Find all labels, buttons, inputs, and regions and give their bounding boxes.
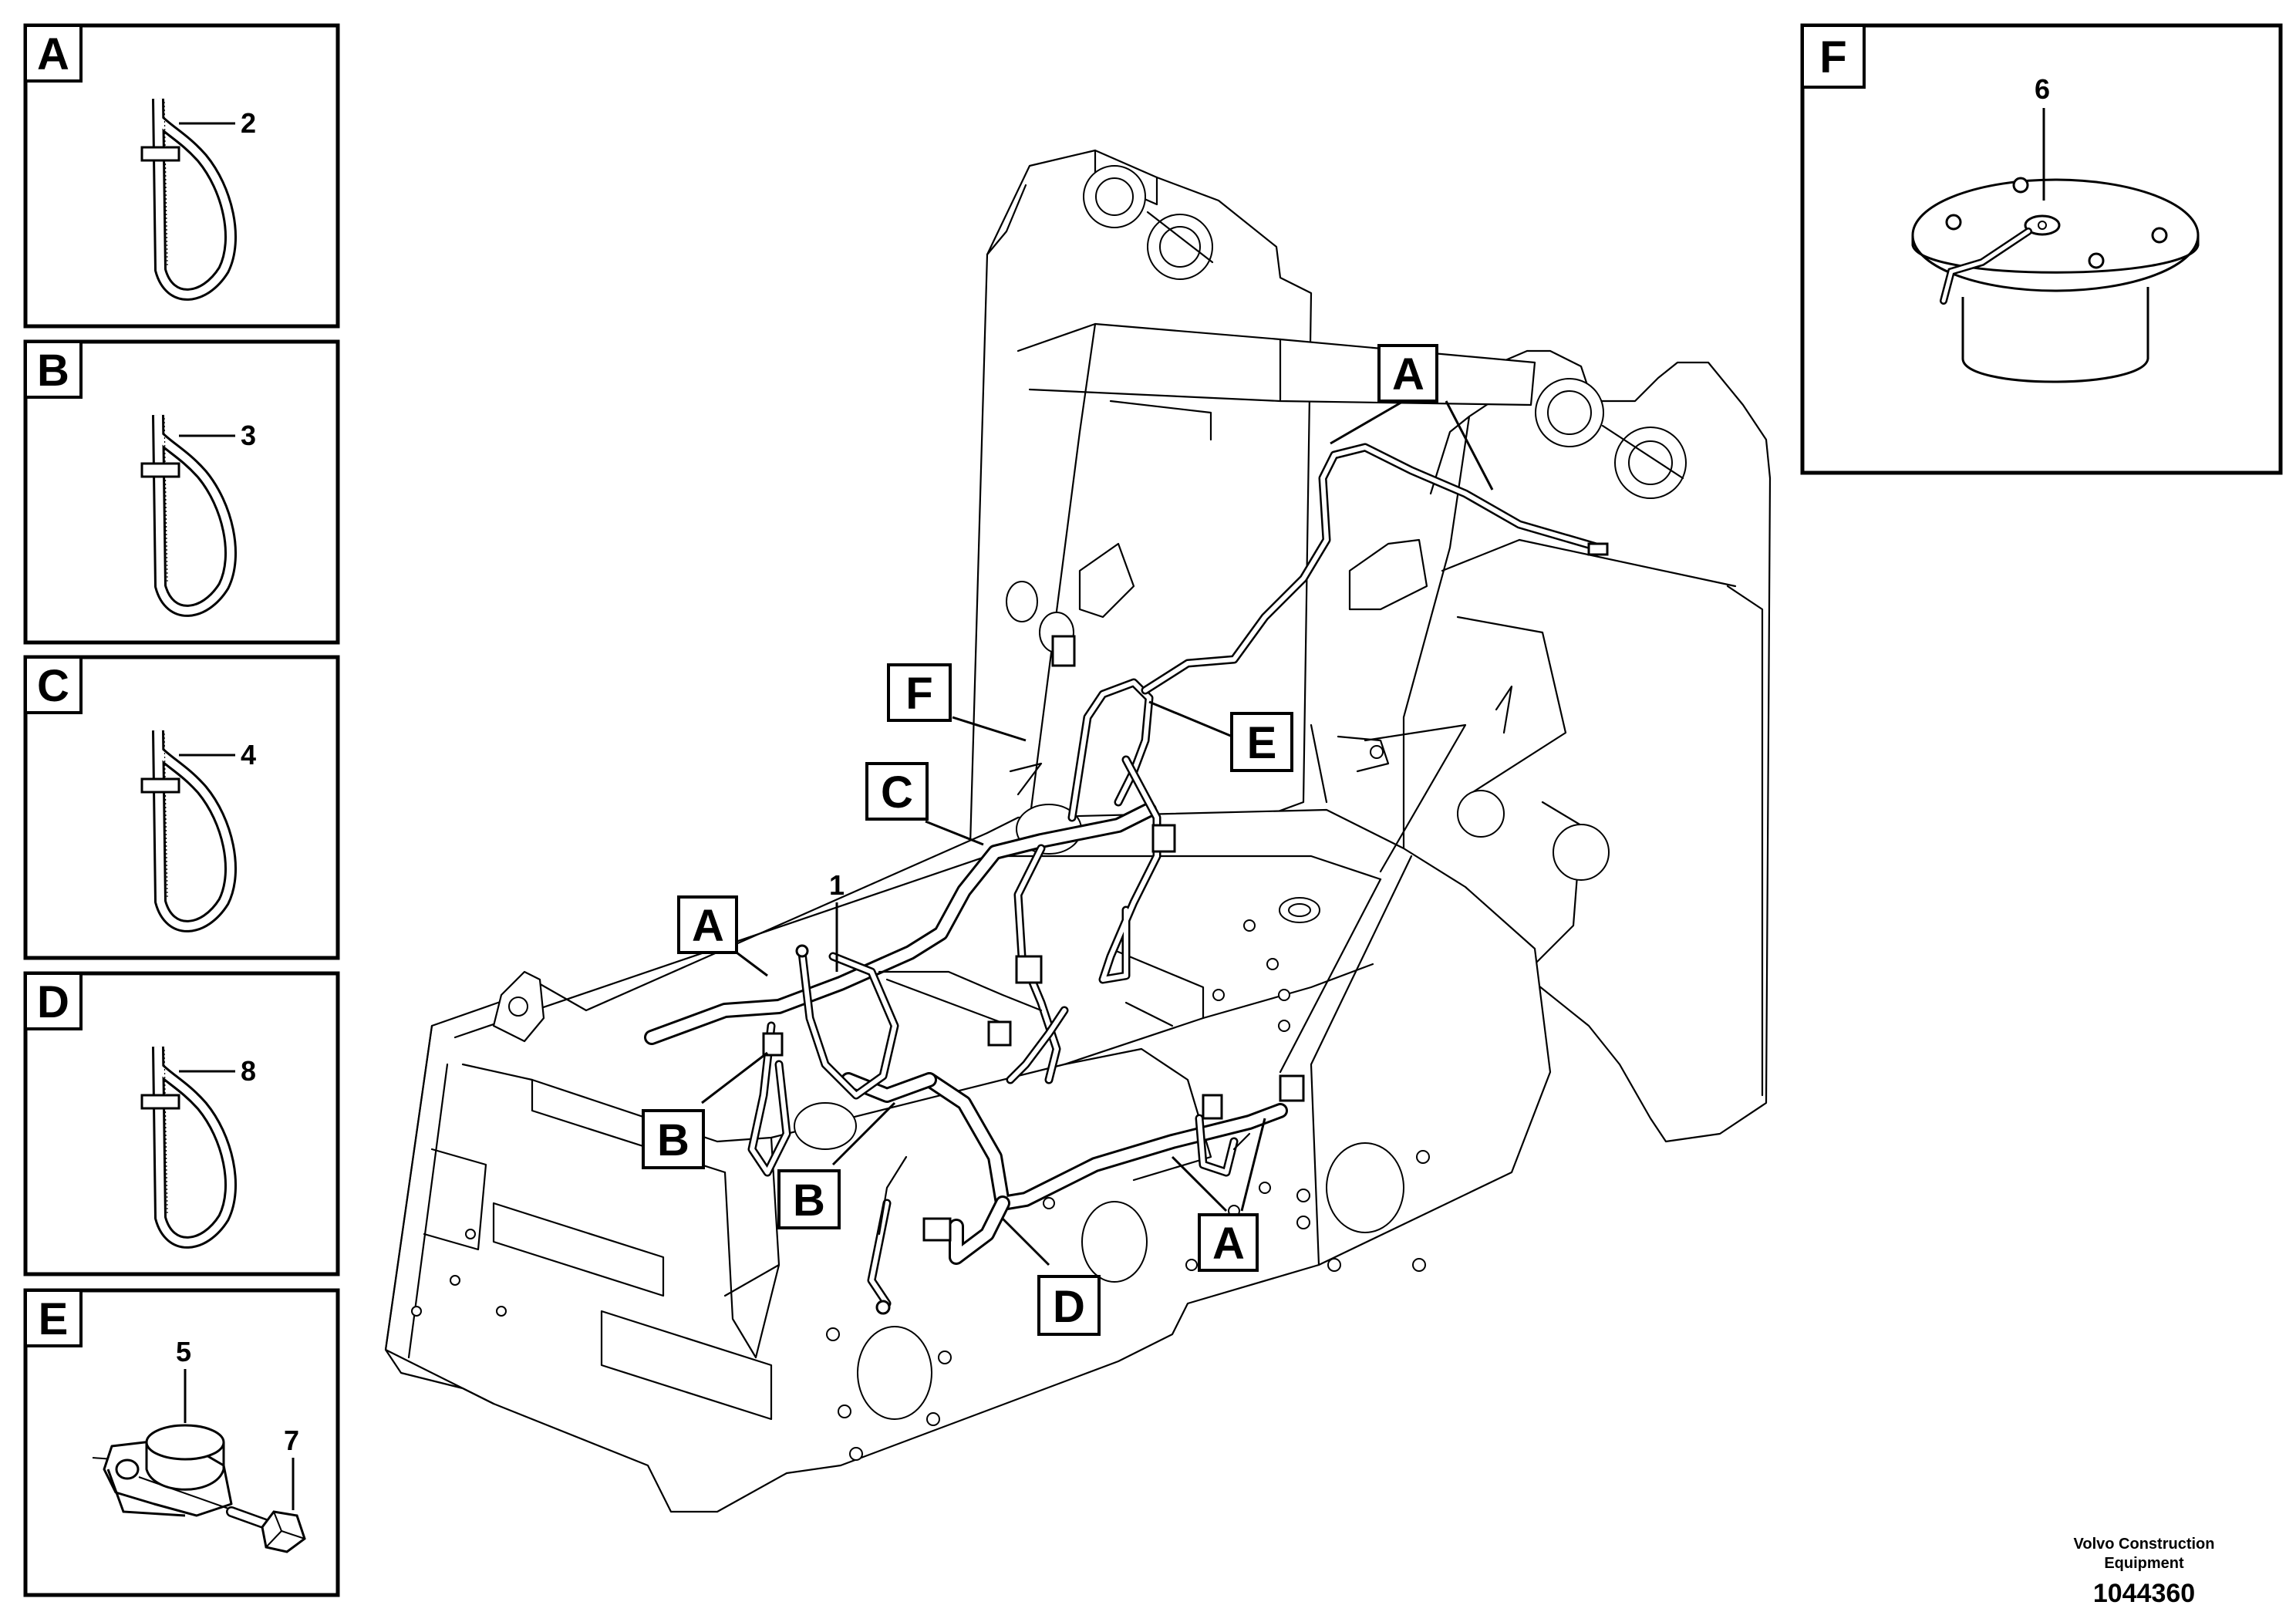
callout-leaders <box>701 400 1494 1266</box>
footer: Volvo Construction Equipment 1044360 <box>2074 1536 2215 1608</box>
svg-text:D: D <box>37 977 69 1027</box>
callout-tag-e: E <box>1230 712 1293 772</box>
svg-text:7: 7 <box>284 1425 299 1456</box>
detail-panel-e: E 5 7 <box>23 1288 340 1597</box>
company-line-2: Equipment <box>2104 1555 2184 1572</box>
callout-tag-a-right: A <box>1198 1213 1259 1272</box>
svg-text:4: 4 <box>241 739 256 771</box>
callout-tag-b-center: B <box>777 1169 841 1229</box>
callout-tag-b-left: B <box>642 1109 705 1169</box>
svg-text:E: E <box>1247 718 1277 768</box>
svg-text:F: F <box>1819 32 1846 83</box>
svg-text:B: B <box>793 1175 825 1226</box>
svg-text:1: 1 <box>829 869 845 901</box>
svg-text:3: 3 <box>241 420 256 451</box>
wiring-harness <box>644 443 1609 1315</box>
company-line-1: Volvo Construction <box>2074 1536 2215 1553</box>
svg-text:B: B <box>657 1115 689 1165</box>
svg-text:A: A <box>692 901 724 951</box>
callout-tag-a-left: A <box>677 895 738 954</box>
svg-text:2: 2 <box>241 107 256 139</box>
bolt-icon <box>138 1476 306 1553</box>
detail-panel-b: B 3 <box>23 339 340 645</box>
callout-tag-f: F <box>887 663 952 722</box>
svg-text:E: E <box>39 1294 69 1344</box>
callout-tag-a-top: A <box>1377 344 1438 403</box>
detail-panel-c: C 4 <box>23 655 340 960</box>
detail-panel-f: F 6 <box>1800 23 2283 475</box>
callout-part-1: 1 <box>829 869 845 901</box>
svg-text:5: 5 <box>176 1336 191 1367</box>
detail-panel-d: D 8 <box>23 971 340 1276</box>
rubber-clamp-icon <box>92 1424 233 1517</box>
svg-text:C: C <box>881 767 913 818</box>
svg-text:A: A <box>1212 1219 1245 1269</box>
drawing-number: 1044360 <box>2093 1579 2195 1608</box>
svg-text:F: F <box>905 669 932 719</box>
loader-frame <box>384 149 1772 1513</box>
svg-text:D: D <box>1053 1282 1085 1332</box>
svg-text:A: A <box>37 29 69 79</box>
svg-text:6: 6 <box>2035 73 2050 105</box>
detail-panel-a: A 2 <box>23 23 340 329</box>
svg-text:C: C <box>37 661 69 711</box>
svg-text:8: 8 <box>241 1055 256 1087</box>
svg-text:A: A <box>1392 349 1424 400</box>
callout-tag-d: D <box>1037 1275 1101 1336</box>
svg-text:B: B <box>37 346 69 396</box>
antenna-icon <box>1911 177 2200 383</box>
callout-tag-c: C <box>865 762 929 821</box>
